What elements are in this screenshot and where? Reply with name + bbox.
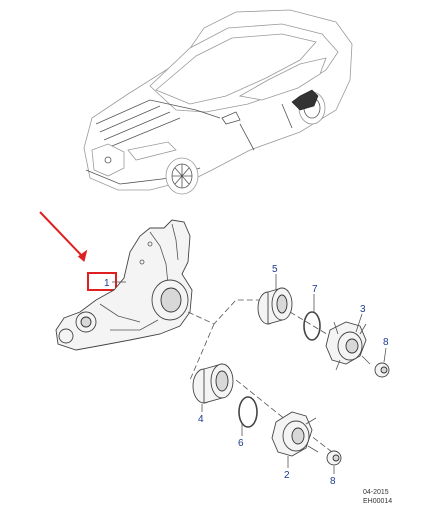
snap-ring-part-7: [303, 311, 321, 341]
callout-1: 1: [104, 278, 110, 289]
callout-8-lower: 8: [330, 476, 336, 487]
bearing-part-4: [192, 363, 234, 404]
callout-8-upper: 8: [383, 337, 389, 348]
knuckle-carrier-part: [55, 219, 193, 351]
snap-ring-part-6: [238, 396, 258, 428]
bearing-part-5: [257, 287, 293, 325]
callout-6: 6: [238, 438, 244, 449]
footer-code: EH00014: [363, 498, 392, 505]
callout-5: 5: [272, 264, 278, 275]
callout-3: 3: [360, 304, 366, 315]
callout-7: 7: [312, 284, 318, 295]
hub-part-3: [325, 321, 371, 371]
car-illustration: [83, 9, 353, 195]
pointer-arrow: [39, 211, 88, 262]
hub-nut-part-8-lower: [326, 450, 342, 466]
hub-part-2: [271, 411, 319, 457]
callout-4: 4: [198, 414, 204, 425]
highlight-box: [87, 272, 117, 291]
hub-nut-part-8-upper: [374, 362, 390, 378]
callout-2: 2: [284, 470, 290, 481]
footer-date: 04-2015: [363, 489, 389, 496]
